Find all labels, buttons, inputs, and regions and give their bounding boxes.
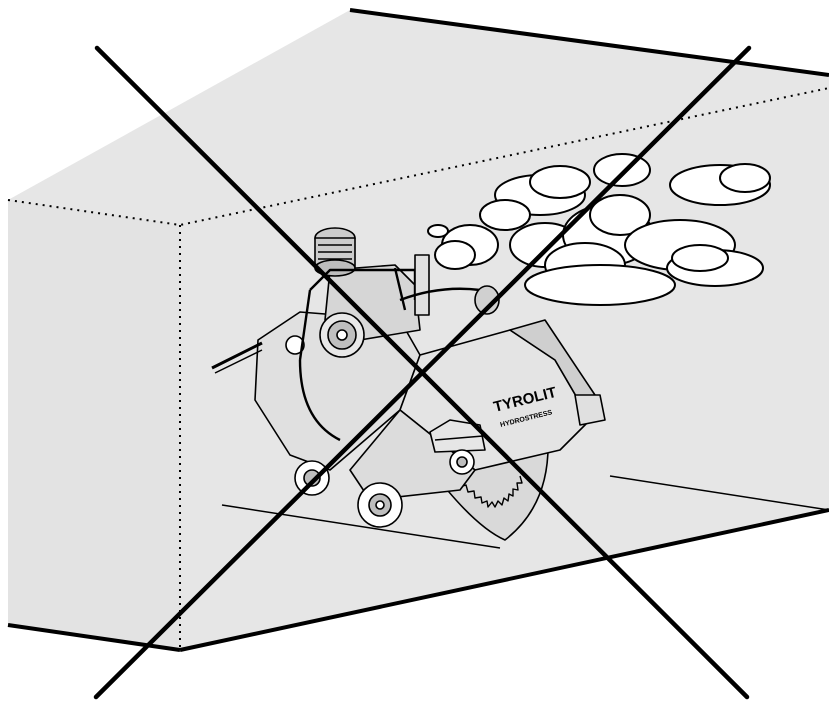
- cloud-puff: [428, 225, 448, 237]
- wheel-blade-side: [450, 450, 474, 474]
- cloud-puff: [525, 265, 675, 305]
- wheel-front: [358, 483, 402, 527]
- blade-guard-bracket: [575, 395, 605, 425]
- cloud-puff: [594, 154, 650, 186]
- cloud-puff: [670, 164, 770, 205]
- wheel-rear: [295, 461, 329, 495]
- cloud-puff: [480, 200, 530, 230]
- room-side-wall: [8, 200, 180, 650]
